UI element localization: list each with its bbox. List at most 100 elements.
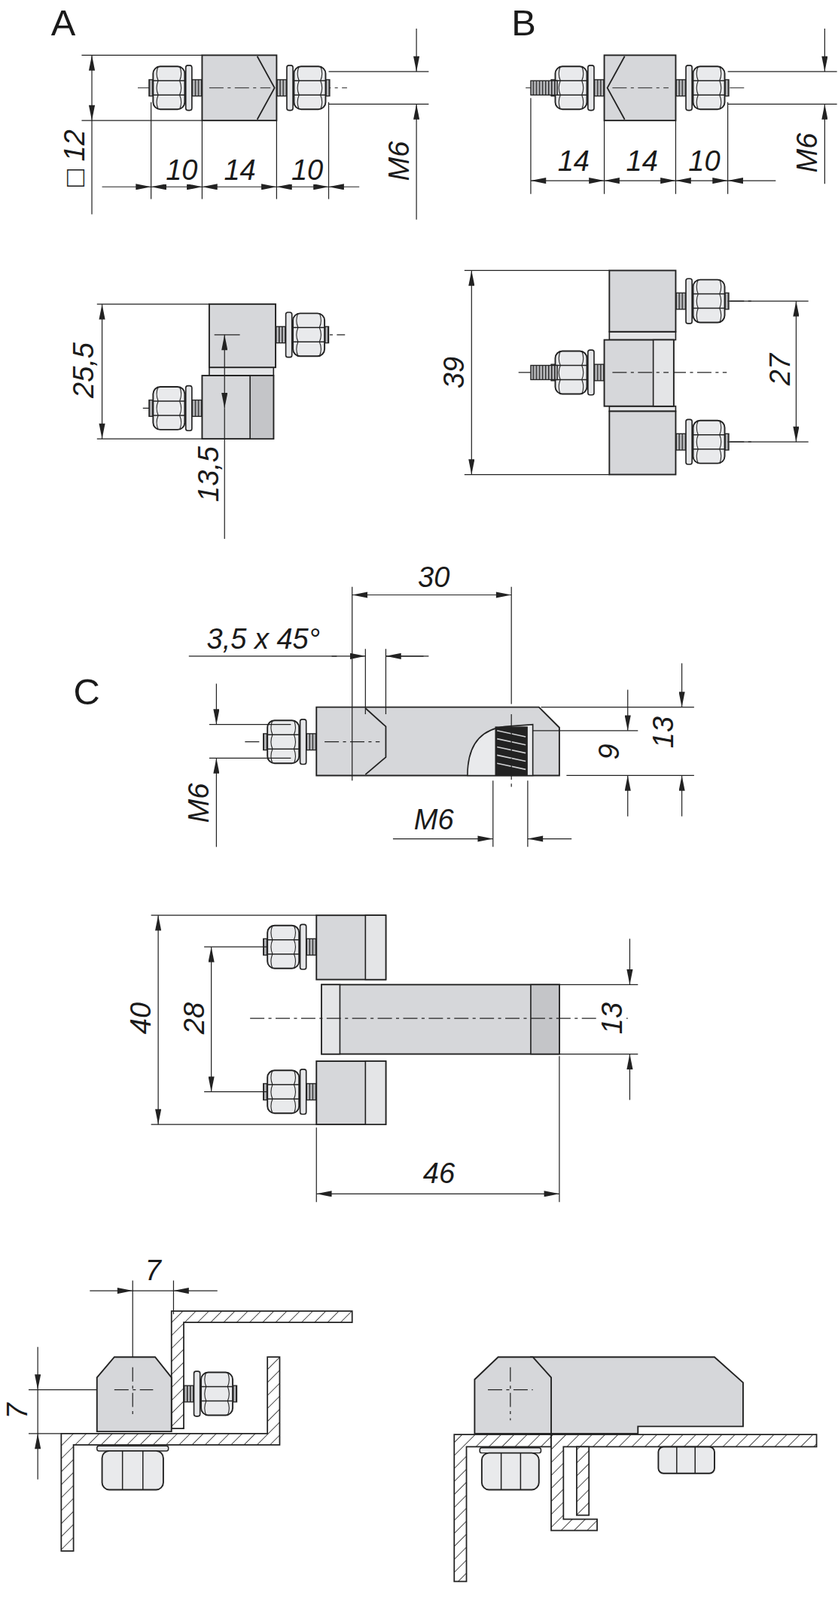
drawing-path <box>530 97 729 194</box>
hinge-part-a-side <box>97 304 345 540</box>
drawing-use <box>149 65 202 111</box>
hinge-part-c-top <box>151 915 639 1203</box>
drawing-use <box>675 65 729 111</box>
dimension-label: 7 <box>143 1256 163 1286</box>
drawing-path <box>122 1451 144 1491</box>
drawing-rect <box>209 304 276 368</box>
drawing-rect <box>609 411 676 475</box>
drawing-use <box>675 278 729 324</box>
drawing-use <box>149 386 202 432</box>
drawing-path <box>612 371 669 373</box>
view-letter: B <box>509 3 538 41</box>
drawing-line <box>627 690 628 732</box>
drawing-line <box>216 758 217 848</box>
drawing-use <box>551 65 604 111</box>
drawing-line <box>824 28 826 72</box>
drawing-line <box>681 775 683 817</box>
drawing-path <box>28 1390 98 1435</box>
drawing-line <box>151 186 203 188</box>
dimension-label: 10 <box>164 155 199 185</box>
view-letter: A <box>49 3 78 41</box>
drawing-path <box>81 54 202 214</box>
drawing-line <box>158 915 159 1125</box>
dimension-label: 28 <box>179 1001 209 1037</box>
drawing-line <box>37 1434 39 1481</box>
drawing-line <box>329 186 360 188</box>
drawing-use <box>263 1069 317 1116</box>
drawing-line <box>332 655 366 657</box>
dimension-label: 7 <box>3 1401 32 1421</box>
drawing-path <box>132 1281 174 1359</box>
drawing-use <box>263 719 317 765</box>
drawing-polygon <box>60 1357 280 1552</box>
drawing-line <box>629 1054 631 1101</box>
mounting-sketch-left <box>28 1281 353 1552</box>
drawing-rect <box>209 367 274 376</box>
dimension-label: 39 <box>439 355 469 391</box>
drawing-use <box>183 1371 237 1417</box>
drawing-polygon <box>454 1435 552 1582</box>
dimension-label: 10 <box>686 146 722 176</box>
view-letter: C <box>72 673 102 711</box>
drawing-rect <box>321 984 340 1055</box>
dimension-label: M6 <box>412 805 456 835</box>
drawing-use <box>675 419 729 465</box>
drawing-rect <box>365 1061 386 1125</box>
drawing-line <box>173 1290 217 1292</box>
drawing-line <box>527 838 572 840</box>
drawing-line <box>795 301 797 442</box>
drawing-line <box>316 1194 560 1195</box>
hinge-part-c-side <box>188 587 695 848</box>
drawing-rect <box>365 915 386 980</box>
drawing-line <box>530 180 605 182</box>
drawing-line <box>91 54 92 121</box>
dimension-label: M6 <box>384 140 414 183</box>
drawing-line <box>393 838 494 840</box>
drawing-polygon <box>551 1435 817 1531</box>
drawing-line <box>210 947 212 1093</box>
drawing-path <box>728 71 838 104</box>
drawing-path <box>676 1447 695 1474</box>
drawing-line <box>416 28 418 72</box>
drawing-path <box>511 714 512 792</box>
drawing-rect <box>658 1447 715 1474</box>
drawing-line <box>728 180 777 182</box>
drawing-path <box>467 725 534 777</box>
drawing-path <box>487 1368 534 1421</box>
drawing-line <box>102 186 152 188</box>
drawing-polygon <box>576 1447 589 1516</box>
drawing-line <box>604 180 677 182</box>
drawing-rect <box>249 375 274 439</box>
drawing-line <box>471 270 473 475</box>
mounting-sketch-right <box>454 1357 817 1582</box>
drawing-path <box>209 87 271 89</box>
drawing-rect <box>201 375 274 439</box>
drawing-line <box>627 775 628 817</box>
drawing-rect <box>530 984 560 1055</box>
drawing-rect <box>97 1446 169 1452</box>
hinge-part-a-top <box>137 54 348 121</box>
drawing-rect <box>609 270 676 332</box>
drawing-line <box>681 663 683 707</box>
dimension-label: 10 <box>289 155 325 185</box>
hinge-part-b-side <box>464 270 809 475</box>
drawing-path <box>188 649 430 715</box>
dimension-label: 27 <box>765 352 795 388</box>
dimension-label: 30 <box>416 563 451 592</box>
dimension-label: 3,5 x 45° <box>205 624 322 654</box>
drawing-path <box>97 304 241 540</box>
drawing-path <box>209 725 291 759</box>
dimension-label: 14 <box>556 146 592 176</box>
drawing-path <box>316 1056 560 1203</box>
drawing-rect <box>316 915 386 980</box>
drawing-line <box>216 683 217 725</box>
drawing-path <box>464 270 809 475</box>
drawing-polygon <box>171 1311 353 1430</box>
drawing-rect <box>604 54 677 121</box>
drawing-path <box>559 984 638 1055</box>
drawing-rect <box>530 365 558 380</box>
drawing-line <box>629 938 631 985</box>
drawing-line <box>416 103 418 220</box>
